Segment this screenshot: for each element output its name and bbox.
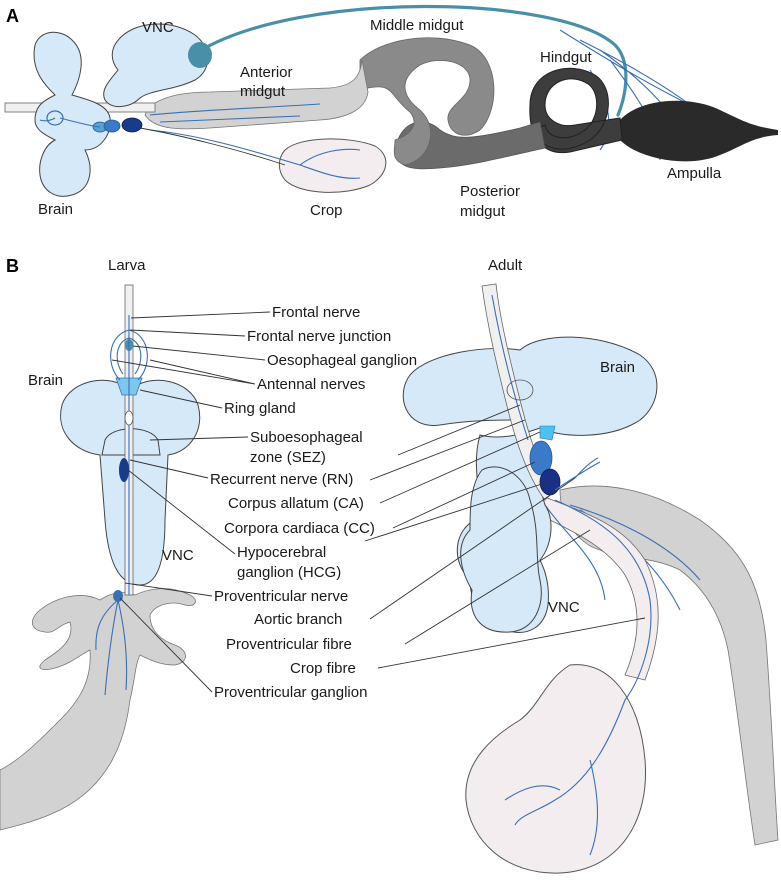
label-brain-a: Brain	[38, 201, 73, 218]
vnc-a	[103, 23, 209, 107]
label-crop-a: Crop	[310, 202, 343, 219]
label-middle-midgut: Middle midgut	[370, 17, 464, 34]
label-hindgut: Hindgut	[540, 49, 593, 66]
label-larva-vnc: VNC	[162, 547, 194, 564]
lead-crop-fibre	[377, 617, 646, 669]
crop-nerves	[149, 129, 361, 179]
callout-proventricular-fibre: Proventricular fibre	[226, 636, 352, 653]
lead-ring-gland	[139, 389, 223, 409]
callout-sez-1: Suboesophageal	[250, 429, 363, 446]
callout-frontal-nerve: Frontal nerve	[272, 304, 360, 321]
lead-recurrent-nerve	[129, 419, 526, 481]
callout-recurrent-nerve: Recurrent nerve (RN)	[210, 471, 353, 488]
lead-antennal-nerves	[111, 359, 256, 385]
lead-hcg	[127, 469, 549, 555]
larva-antennal-nerves	[110, 329, 148, 381]
label-adult-vnc: VNC	[548, 599, 580, 616]
anterior-midgut	[144, 59, 369, 130]
larva-ring	[124, 410, 134, 426]
crop-duct	[139, 127, 286, 166]
label-posterior-midgut-1: Posterior	[460, 183, 520, 200]
brain-nerves-a	[39, 117, 101, 128]
panel-a-letter: A	[6, 6, 19, 26]
callout-proventricular-nerve: Proventricular nerve	[214, 588, 348, 605]
adult-vnc	[460, 466, 542, 633]
lead-frontal-nerve	[130, 311, 271, 319]
callout-antennal-nerves: Antennal nerves	[257, 376, 365, 393]
crop	[278, 138, 387, 193]
adult-title: Adult	[488, 257, 523, 274]
label-vnc-a: VNC	[142, 19, 174, 36]
label-anterior-midgut-2: midgut	[240, 83, 286, 100]
ganglion-a-2	[103, 119, 121, 133]
ring-a	[46, 110, 64, 126]
callout-hcg-2: ganglion (HCG)	[237, 564, 341, 581]
adult-cc	[529, 440, 553, 476]
label-anterior-midgut-1: Anterior	[240, 64, 293, 81]
adult-ca	[539, 425, 556, 441]
callout-ring-gland: Ring gland	[224, 400, 296, 417]
larva-hcg	[119, 458, 129, 482]
vnc-nerve-root-a	[188, 42, 212, 68]
callout-oesophageal-ganglion: Oesophageal ganglion	[267, 352, 417, 369]
adult-recurrent-nerve	[491, 294, 529, 441]
callout-sez-2: zone (SEZ)	[250, 449, 326, 466]
middle-midgut	[359, 37, 495, 166]
callout-corpora-cardiaca: Corpora cardiaca (CC)	[224, 520, 375, 537]
callout-proventricular-ganglion: Proventricular ganglion	[214, 684, 367, 701]
callout-hcg-1: Hypocerebral	[237, 544, 326, 561]
larva-title: Larva	[108, 257, 146, 274]
callout-aortic-branch: Aortic branch	[254, 611, 342, 628]
lead-proventricular-ganglion	[119, 597, 213, 693]
larva-gut-nerves	[95, 599, 128, 696]
adult-ring	[506, 379, 534, 401]
larva-proventricular-ganglion	[113, 590, 123, 602]
adult-aortic-branch	[554, 457, 601, 491]
anterior-midgut-nerves	[149, 103, 321, 123]
callout-corpus-allatum: Corpus allatum (CA)	[228, 495, 364, 512]
adult-crop-duct	[539, 494, 659, 681]
adult-crop	[465, 664, 647, 874]
lead-proventricular-fibre	[404, 529, 591, 645]
vnc-to-hindgut-nerve	[196, 4, 628, 117]
ampulla	[620, 100, 778, 162]
lead-corpus-allatum	[379, 431, 541, 504]
larva-antennal-nerves-inner	[116, 337, 142, 375]
label-larva-brain: Brain	[28, 372, 63, 389]
lead-proventricular-nerve	[124, 582, 213, 597]
lead-sez	[149, 404, 521, 456]
label-ampulla: Ampulla	[667, 165, 722, 182]
adult-proventricular-nerves	[544, 499, 652, 701]
label-adult-brain: Brain	[600, 359, 635, 376]
lead-corpora-cardiaca	[392, 461, 536, 529]
lead-aortic-branch	[369, 477, 576, 620]
panel-b-letter: B	[6, 256, 19, 276]
callout-frontal-nerve-junction: Frontal nerve junction	[247, 328, 391, 345]
lead-frontal-nerve-junction	[129, 329, 246, 337]
larva-gut	[0, 588, 196, 831]
label-posterior-midgut-2: midgut	[460, 203, 506, 220]
adult-hcg	[539, 468, 561, 496]
hindgut	[529, 67, 623, 154]
lead-oesophageal-ganglion	[132, 345, 266, 361]
callout-crop-fibre: Crop fibre	[290, 660, 356, 677]
ganglion-a-3	[121, 117, 143, 133]
adult-crop-nerves	[504, 699, 626, 856]
brain-a	[33, 31, 111, 197]
